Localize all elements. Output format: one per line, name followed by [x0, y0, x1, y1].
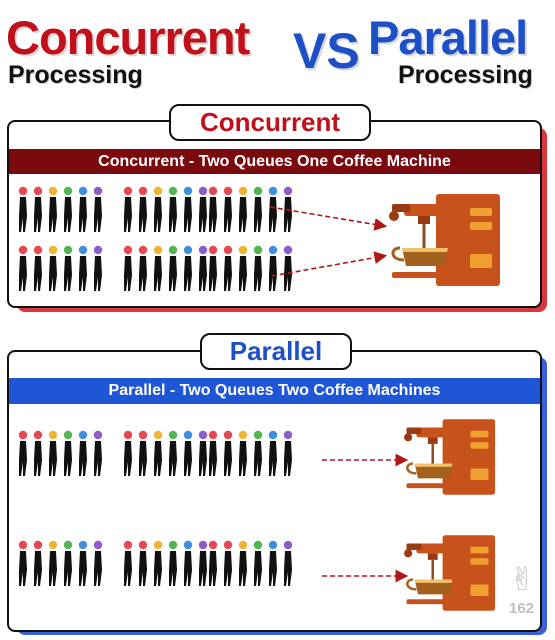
person-icon: [153, 430, 163, 476]
person-icon: [78, 245, 88, 291]
like-count: 162: [509, 600, 535, 617]
queue-people: [18, 540, 293, 586]
person-icon: [153, 245, 163, 291]
parallel-queue-1: [18, 430, 318, 483]
like-overlay[interactable]: ✌ 162: [505, 560, 551, 620]
person-icon: [33, 245, 43, 291]
right-subtitle: Processing: [398, 61, 533, 89]
person-icon: [168, 186, 178, 232]
queue-people: [18, 245, 293, 291]
person-icon: [253, 186, 263, 232]
parallel-tab: Parallel: [200, 333, 352, 370]
concurrent-title-bar: Concurrent - Two Queues One Coffee Machi…: [9, 149, 540, 174]
person-icon: [63, 186, 73, 232]
person-icon: [138, 430, 148, 476]
person-icon: [63, 245, 73, 291]
person-icon: [253, 540, 263, 586]
left-title: Concurrent: [6, 11, 250, 64]
person-icon: [208, 186, 218, 232]
person-icon: [153, 186, 163, 232]
person-icon: [223, 245, 233, 291]
person-icon: [138, 186, 148, 232]
person-icon: [93, 430, 103, 476]
person-icon: [78, 540, 88, 586]
person-icon: [168, 245, 178, 291]
person-icon: [183, 540, 193, 586]
person-icon: [138, 540, 148, 586]
person-icon: [18, 430, 28, 476]
person-icon: [168, 430, 178, 476]
person-icon: [198, 245, 208, 291]
person-icon: [253, 245, 263, 291]
person-icon: [63, 540, 73, 586]
person-icon: [268, 430, 278, 476]
queue-people: [18, 186, 293, 232]
coffee-machine-icon: [404, 419, 496, 495]
person-icon: [238, 430, 248, 476]
person-icon: [48, 430, 58, 476]
person-icon: [183, 186, 193, 232]
thumbs-up-icon[interactable]: ✌: [509, 561, 536, 597]
person-icon: [168, 540, 178, 586]
person-icon: [283, 186, 293, 232]
person-icon: [138, 245, 148, 291]
coffee-machine-icon: [404, 535, 496, 611]
person-icon: [48, 245, 58, 291]
person-icon: [78, 430, 88, 476]
person-icon: [183, 245, 193, 291]
person-icon: [283, 540, 293, 586]
person-icon: [208, 430, 218, 476]
person-icon: [123, 245, 133, 291]
person-icon: [198, 430, 208, 476]
person-icon: [268, 245, 278, 291]
left-subtitle: Processing: [8, 61, 143, 89]
person-icon: [223, 430, 233, 476]
person-icon: [18, 540, 28, 586]
person-icon: [33, 186, 43, 232]
person-icon: [283, 430, 293, 476]
person-icon: [238, 540, 248, 586]
person-icon: [223, 186, 233, 232]
person-icon: [268, 186, 278, 232]
person-icon: [33, 540, 43, 586]
person-icon: [238, 186, 248, 232]
person-icon: [198, 186, 208, 232]
parallel-queue-2: [18, 540, 318, 593]
concurrent-queue-2: [18, 245, 318, 298]
person-icon: [198, 540, 208, 586]
person-icon: [183, 430, 193, 476]
person-icon: [63, 430, 73, 476]
queue-people: [18, 430, 293, 476]
concurrent-tab: Concurrent: [169, 104, 371, 141]
person-icon: [123, 540, 133, 586]
person-icon: [283, 245, 293, 291]
person-icon: [223, 540, 233, 586]
person-icon: [238, 245, 248, 291]
person-icon: [93, 186, 103, 232]
person-icon: [48, 540, 58, 586]
person-icon: [48, 186, 58, 232]
person-icon: [123, 186, 133, 232]
person-icon: [33, 430, 43, 476]
parallel-title-bar: Parallel - Two Queues Two Coffee Machine…: [9, 378, 540, 404]
person-icon: [153, 540, 163, 586]
person-icon: [93, 540, 103, 586]
person-icon: [208, 540, 218, 586]
coffee-machine-icon: [389, 194, 500, 286]
concurrent-queue-1: [18, 186, 318, 239]
person-icon: [253, 430, 263, 476]
vs-label: VS: [293, 23, 360, 79]
right-title: Parallel: [368, 11, 528, 64]
person-icon: [123, 430, 133, 476]
person-icon: [268, 540, 278, 586]
person-icon: [208, 245, 218, 291]
person-icon: [18, 186, 28, 232]
person-icon: [93, 245, 103, 291]
person-icon: [78, 186, 88, 232]
person-icon: [18, 245, 28, 291]
